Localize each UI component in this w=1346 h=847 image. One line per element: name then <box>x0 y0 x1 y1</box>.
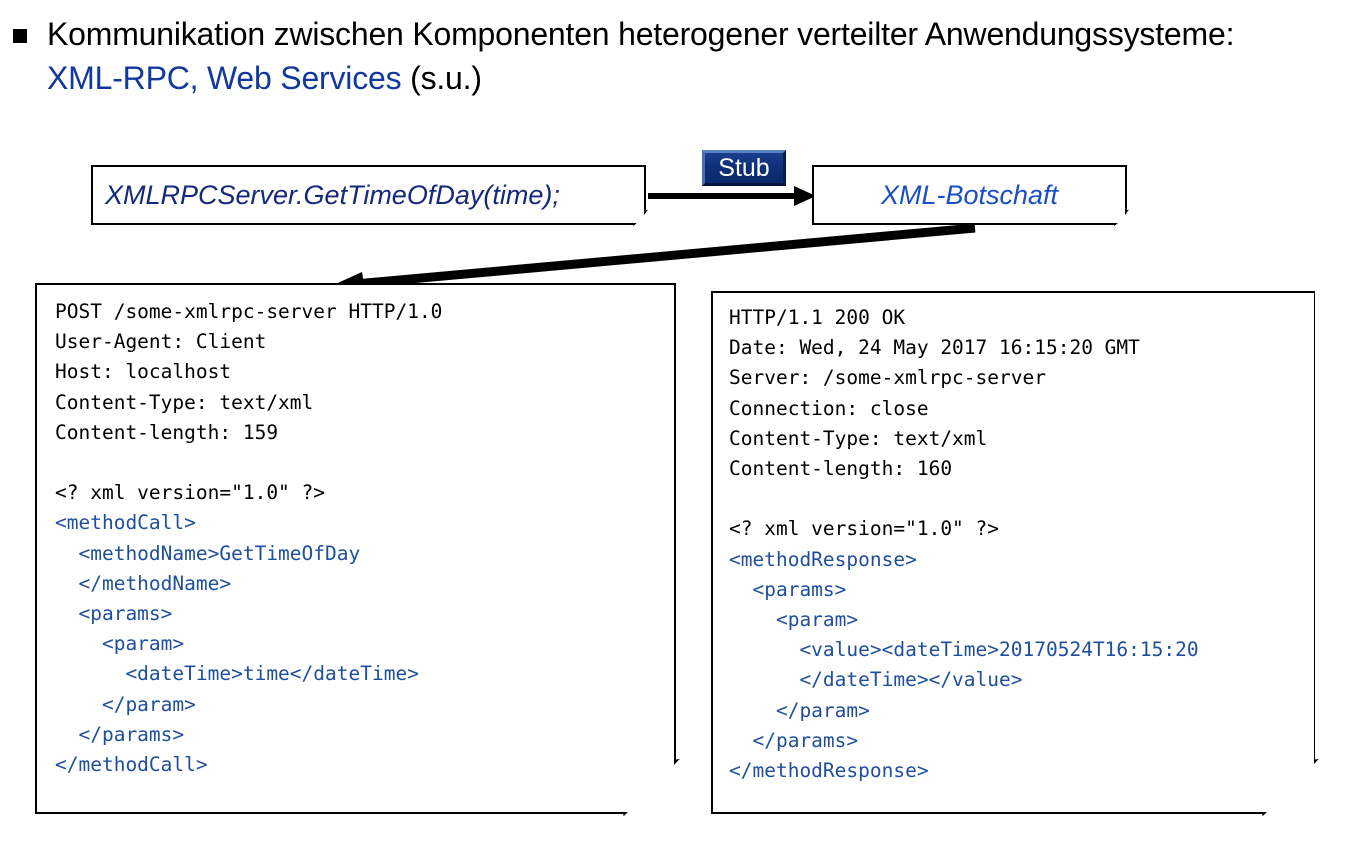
message-box: XML-Botschaft <box>814 167 1125 223</box>
stub-button[interactable]: Stub <box>702 150 786 186</box>
bullet-text-after: (s.u.) <box>401 60 482 96</box>
response-code-text: HTTP/1.1 200 OK Date: Wed, 24 May 2017 1… <box>729 306 1199 783</box>
response-code-box: HTTP/1.1 200 OK Date: Wed, 24 May 2017 1… <box>713 293 1314 812</box>
stub-arrow-icon <box>648 186 816 206</box>
request-code-box: POST /some-xmlrpc-server HTTP/1.0 User-A… <box>37 285 674 812</box>
call-box: XMLRPCServer.GetTimeOfDay(time); <box>93 167 644 223</box>
message-box-label: XML-Botschaft <box>880 179 1059 210</box>
call-box-label: XMLRPCServer.GetTimeOfDay(time); <box>105 179 560 210</box>
bullet-highlight: XML-RPC, Web Services <box>47 60 402 96</box>
stub-button-label: Stub <box>718 153 770 182</box>
bullet-text-before: Kommunikation zwischen Komponenten heter… <box>47 16 1235 52</box>
bullet-text: Kommunikation zwischen Komponenten heter… <box>47 12 1287 100</box>
request-code-text: POST /some-xmlrpc-server HTTP/1.0 User-A… <box>55 300 443 777</box>
square-bullet-icon <box>13 29 27 43</box>
